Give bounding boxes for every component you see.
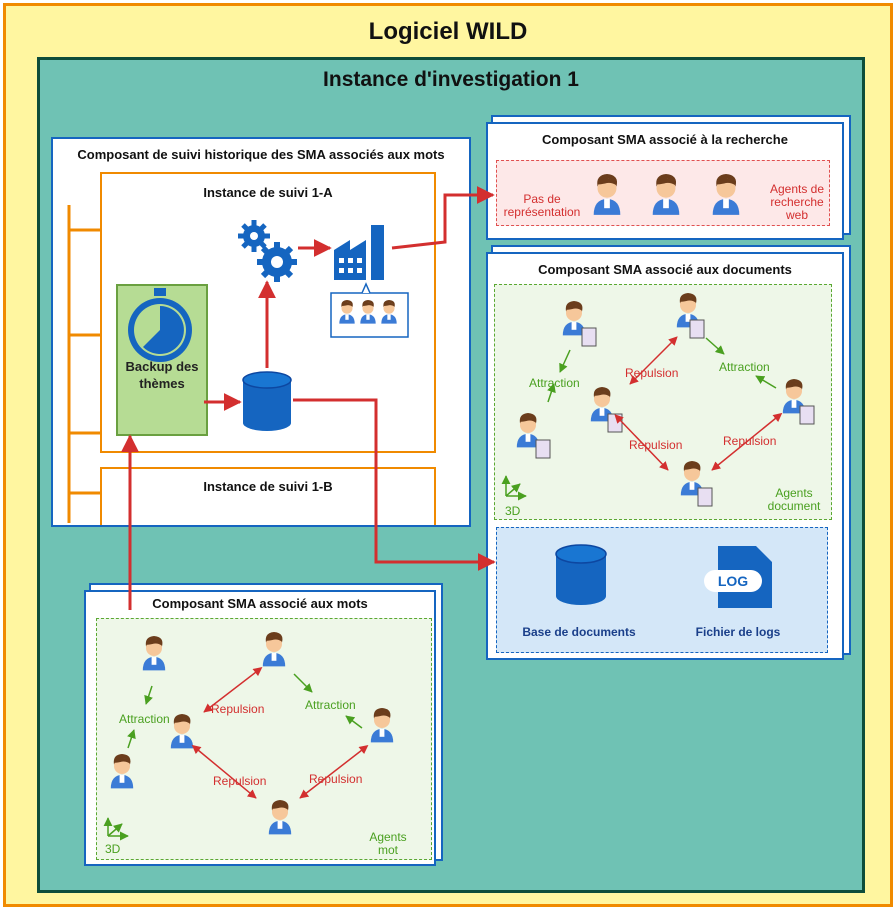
doc-attraction-1: Attraction: [529, 376, 580, 390]
no-representation-label: Pas de représentation: [503, 192, 581, 219]
instance-1a-title: Instance de suivi 1-A: [203, 185, 333, 200]
document-database-label: Base de documents: [522, 625, 636, 639]
documents-title: Composant SMA associé aux documents: [538, 262, 792, 277]
doc-repulsion-1: Repulsion: [625, 366, 679, 380]
search-title: Composant SMA associé à la recherche: [542, 132, 788, 147]
word-3d-label: 3D: [105, 842, 121, 856]
log-file-label: Fichier de logs: [695, 625, 781, 639]
document-agents-area: Attraction Attraction Repulsion Repulsio…: [494, 284, 832, 520]
instance-1b-title: Instance de suivi 1-B: [203, 479, 333, 494]
words-title: Composant SMA associé aux mots: [152, 596, 368, 611]
search-agents-area: Pas de représentation Agents de recherch…: [496, 160, 830, 226]
word-agents-area: Attraction Attraction Repulsion Repulsio…: [96, 618, 432, 860]
doc-3d-label: 3D: [505, 504, 521, 518]
theme-backup-box: Backup des thèmes: [116, 284, 208, 436]
word-attraction-1: Attraction: [119, 712, 170, 726]
instance-title: Instance d'investigation 1: [323, 68, 579, 91]
word-repulsion-1: Repulsion: [211, 702, 265, 716]
storage-area: Base de documents Fichier de logs: [496, 527, 828, 653]
backup-label: Backup des thèmes: [125, 359, 199, 391]
word-repulsion-2: Repulsion: [213, 774, 267, 788]
word-agents-label: Agents mot: [369, 830, 407, 857]
doc-attraction-2: Attraction: [719, 360, 770, 374]
web-agents-label: Agents de recherche web: [769, 182, 825, 222]
historic-title: Composant de suivi historique des SMA as…: [77, 147, 445, 162]
software-title: Logiciel WILD: [368, 18, 528, 45]
doc-repulsion-2: Repulsion: [629, 438, 683, 452]
word-attraction-2: Attraction: [305, 698, 356, 712]
doc-repulsion-3: Repulsion: [723, 434, 777, 448]
word-repulsion-3: Repulsion: [309, 772, 363, 786]
tracking-instance-1b: Instance de suivi 1-B: [100, 467, 436, 525]
document-agents-label: Agents document: [767, 486, 821, 513]
